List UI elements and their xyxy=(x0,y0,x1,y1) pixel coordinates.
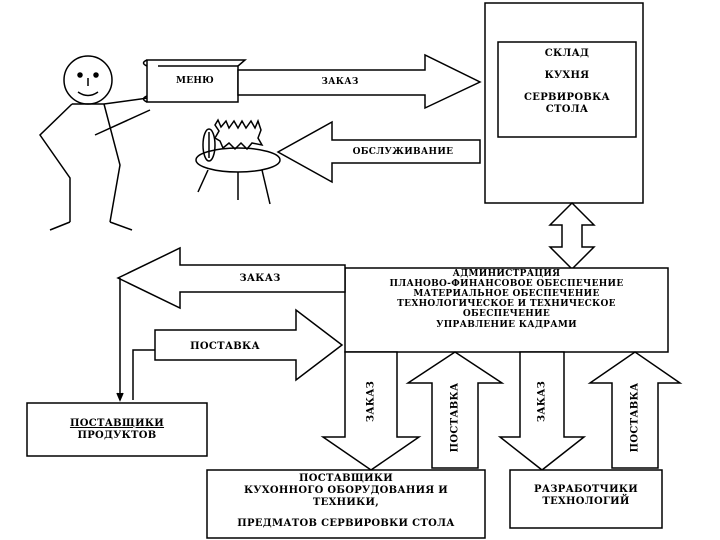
tech-developers-line-1: РАЗРАБОТЧИКИ xyxy=(534,484,638,495)
delivery-arrow-right xyxy=(154,308,344,382)
connector-line-inner xyxy=(132,349,155,400)
admin-line-3: МАТЕРИАЛЬНОЕ ОБЕСПЕЧЕНИЕ xyxy=(413,289,600,299)
order-label-top: ЗАКАЗ xyxy=(321,77,359,87)
warehouse-inner-box xyxy=(497,41,637,138)
menu-label: МЕНЮ xyxy=(175,76,215,86)
admin-line-2: ПЛАНОВО-ФИНАНСОВОЕ ОБЕСПЕЧЕНИЕ xyxy=(389,279,624,289)
food-suppliers-line-1: ПОСТАВЩИКИ xyxy=(69,418,165,429)
equipment-suppliers-box xyxy=(206,469,486,539)
person-figure xyxy=(39,55,151,231)
food-suppliers-box xyxy=(26,402,208,457)
service-arrow-left xyxy=(276,120,481,184)
tech-developers-box xyxy=(509,469,663,529)
equipment-suppliers-line-1: ПОСТАВЩИКИ xyxy=(298,473,394,484)
order-label-vertical-2: ЗАКАЗ xyxy=(536,380,548,423)
order-label-left: ЗАКАЗ xyxy=(239,273,281,284)
delivery-arrow-up-1 xyxy=(405,351,505,469)
equipment-suppliers-line-2: КУХОННОГО ОБОРУДОВАНИЯ И xyxy=(243,485,449,496)
admin-line-6: УПРАВЛЕНИЕ КАДРАМИ xyxy=(436,320,577,330)
warehouse-line-3: СЕРВИРОВКА xyxy=(524,92,610,103)
warehouse-line-2: КУХНЯ xyxy=(544,70,590,81)
order-arrow-down-2 xyxy=(497,351,587,471)
table-icon xyxy=(195,118,281,205)
order-arrow-left xyxy=(116,246,346,310)
order-label-vertical-1: ЗАКАЗ xyxy=(365,380,377,423)
admin-line-1: АДМИНИСТРАЦИЯ xyxy=(452,269,561,279)
administration-box xyxy=(344,267,669,353)
warehouse-line-1: СКЛАД xyxy=(544,48,590,59)
order-arrow-down-1 xyxy=(320,351,422,471)
order-arrow-right xyxy=(237,53,482,110)
double-arrow-vertical xyxy=(548,201,596,271)
admin-line-4: ТЕХНОЛОГИЧЕСКОЕ И ТЕХНИЧЕСКОЕ xyxy=(397,299,616,309)
warehouse-line-4: СТОЛА xyxy=(545,104,589,115)
food-suppliers-line-2: ПРОДУКТОВ xyxy=(77,430,157,441)
admin-line-5: ОБЕСПЕЧЕНИЕ xyxy=(462,309,551,319)
service-label: ОБСЛУЖИВАНИЕ xyxy=(352,147,454,157)
delivery-label-vertical-2: ПОСТАВКА xyxy=(629,382,641,453)
equipment-suppliers-line-4: ПРЕДМАТОВ СЕРВИРОВКИ СТОЛА xyxy=(237,518,455,529)
delivery-label-vertical-1: ПОСТАВКА xyxy=(449,382,461,453)
delivery-label-left: ПОСТАВКА xyxy=(190,341,260,352)
tech-developers-line-2: ТЕХНОЛОГИЙ xyxy=(542,496,630,507)
equipment-suppliers-line-3: ТЕХНИКИ, xyxy=(312,497,380,508)
delivery-arrow-up-2 xyxy=(587,351,683,469)
